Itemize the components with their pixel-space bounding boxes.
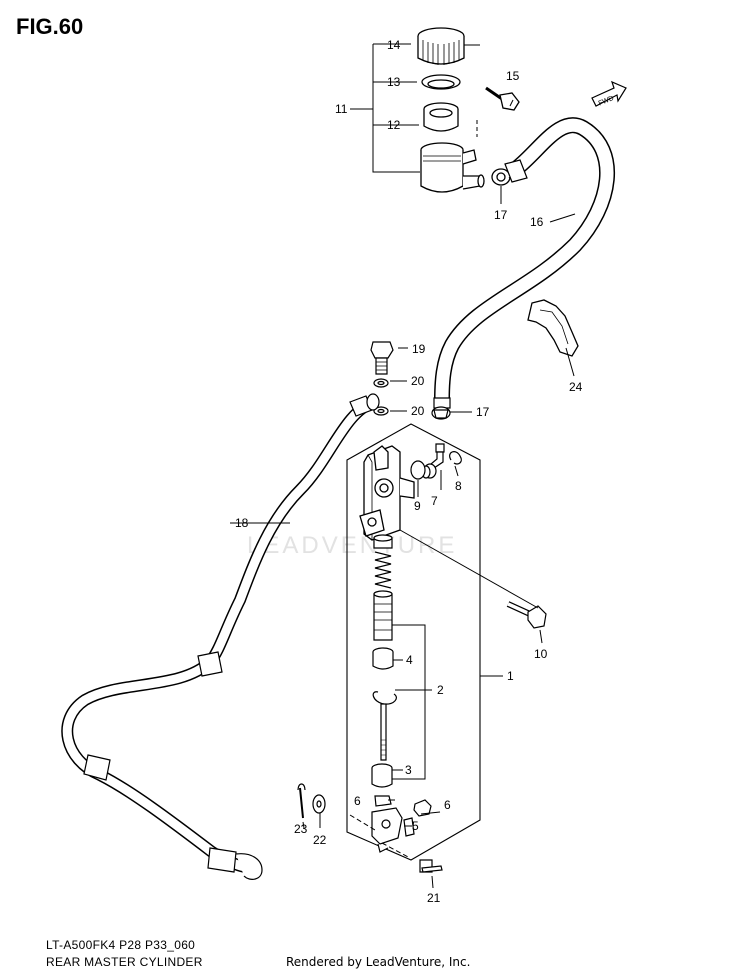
model-code: LT-A500FK4 P28 P33_060	[46, 938, 196, 952]
piston-assembly[interactable]	[373, 590, 393, 641]
leader-lines	[230, 44, 576, 889]
callout-5: 5	[412, 819, 419, 833]
brake-hose-eye-upper	[366, 393, 380, 411]
union-bolt[interactable]	[370, 341, 394, 375]
gasket-washer-upper[interactable]	[373, 378, 389, 388]
master-cylinder-box	[346, 423, 481, 861]
callout-13: 13	[387, 75, 401, 89]
callout-4: 4	[406, 653, 413, 667]
cotter-pin[interactable]	[297, 783, 306, 819]
clevis-pin[interactable]	[419, 859, 443, 873]
callout-24: 24	[569, 380, 583, 394]
reservoir-bolt[interactable]	[485, 86, 520, 111]
callout-10: 10	[534, 647, 548, 661]
section-name: REAR MASTER CYLINDER	[46, 955, 203, 969]
reservoir-hose[interactable]	[434, 117, 616, 401]
callout-19: 19	[412, 342, 426, 356]
callout-16: 16	[530, 215, 544, 229]
pushrod-cup[interactable]	[372, 647, 394, 670]
pushrod[interactable]	[380, 703, 387, 761]
reservoir-cap[interactable]	[417, 27, 465, 65]
o-ring-9[interactable]	[410, 460, 426, 480]
callout-1: 1	[507, 669, 514, 683]
callout-14: 14	[387, 38, 401, 52]
callout-22: 22	[313, 833, 327, 847]
callout-20-upper: 20	[411, 374, 425, 388]
render-credit: Rendered by LeadVenture, Inc.	[286, 955, 471, 969]
pushrod-circlip[interactable]	[372, 691, 397, 705]
callout-9: 9	[414, 499, 421, 513]
callout-11: 11	[335, 102, 348, 116]
clevis-joint[interactable]	[371, 807, 415, 853]
callouts: 1 2 3 4 5 6 6 7 8 9 10 11 12 13 14 15 16…	[235, 38, 583, 905]
reservoir-plate[interactable]	[423, 102, 459, 132]
connector-circlip[interactable]	[449, 451, 462, 465]
brake-hose-fitting-lower	[207, 847, 237, 873]
piston-spring[interactable]	[374, 551, 392, 589]
piston-cup[interactable]	[373, 534, 393, 549]
reservoir-assembly	[417, 27, 579, 357]
callout-21: 21	[427, 891, 441, 905]
callout-18: 18	[235, 516, 249, 530]
brake-hose-eye-lower	[235, 853, 263, 880]
pushrod-boot[interactable]	[371, 763, 393, 788]
hose-clamp-lower[interactable]	[431, 406, 451, 420]
gasket-washer-lower[interactable]	[373, 406, 389, 416]
brake-hose[interactable]	[61, 396, 378, 873]
nut-right[interactable]	[413, 799, 432, 817]
callout-17-upper: 17	[494, 208, 508, 222]
callout-8: 8	[455, 479, 462, 493]
brake-hose-sleeve-mid	[197, 651, 223, 677]
hose-end-upper	[504, 159, 528, 183]
callout-2: 2	[437, 683, 444, 697]
callout-15: 15	[506, 69, 520, 83]
callout-6-left: 6	[354, 794, 361, 808]
figure-title: FIG.60	[16, 14, 84, 39]
callout-3: 3	[405, 763, 412, 777]
reservoir-body[interactable]	[420, 142, 485, 193]
connector-pipe[interactable]	[430, 443, 445, 469]
callout-20-lower: 20	[411, 404, 425, 418]
hose-clip-bracket[interactable]	[527, 299, 579, 357]
washer-22[interactable]	[312, 794, 326, 814]
brake-hose-sleeve-low	[83, 754, 111, 781]
hose-end-lower	[433, 397, 451, 409]
reservoir-diaphragm[interactable]	[421, 74, 461, 90]
nut-left[interactable]	[374, 795, 392, 807]
callout-17-lower: 17	[476, 405, 490, 419]
callout-7: 7	[431, 494, 438, 508]
reservoir-bracket-lines	[350, 43, 478, 173]
mounting-bolt[interactable]	[506, 601, 547, 629]
callout-12: 12	[387, 118, 401, 132]
callout-6-right: 6	[444, 798, 451, 812]
fwd-arrow-icon: FWD	[591, 80, 627, 107]
master-cylinder-body[interactable]	[359, 445, 415, 541]
watermark-text: LEADVENTURE	[247, 532, 457, 559]
callout-23: 23	[294, 822, 308, 836]
